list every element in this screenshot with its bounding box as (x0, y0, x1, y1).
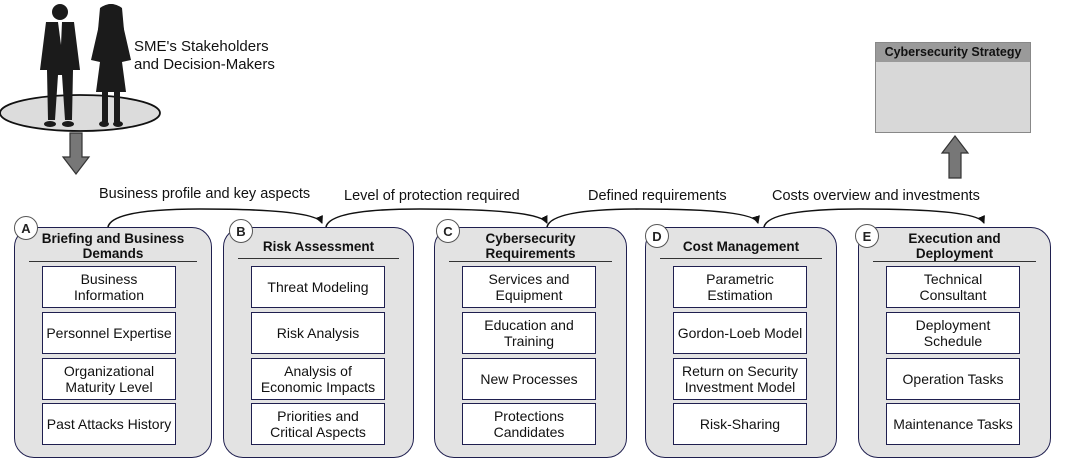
stakeholders-label-line2: and Decision-Makers (134, 56, 275, 73)
phase-c-item-3: New Processes (462, 358, 596, 400)
stakeholder-platform (0, 94, 161, 132)
phase-a-badge: A (14, 216, 38, 240)
strategy-title: Cybersecurity Strategy (876, 43, 1030, 62)
stakeholder-man-icon (40, 4, 80, 127)
flow-label-c-d: Defined requirements (588, 188, 727, 204)
phase-e: Execution and Deployment Technical Consu… (858, 227, 1051, 458)
connector-a-b (107, 208, 323, 228)
phase-e-item-4: Maintenance Tasks (886, 403, 1020, 445)
phase-b-item-3: Analysis of Economic Impacts (251, 358, 385, 400)
phase-b-item-2: Risk Analysis (251, 312, 385, 354)
phase-d-item-1: Parametric Estimation (673, 266, 807, 308)
connector-d-e (763, 208, 985, 228)
cybersecurity-strategy-box: Cybersecurity Strategy (875, 42, 1031, 133)
phase-e-item-1: Technical Consultant (886, 266, 1020, 308)
flow-label-a-b: Business profile and key aspects (99, 186, 311, 202)
phase-a-item-2: Personnel Expertise (42, 312, 176, 354)
phase-c-item-4: Protections Candidates (462, 403, 596, 445)
phase-d-badge: D (645, 224, 669, 248)
connector-c-d (546, 208, 760, 228)
phase-a-item-1: Business Information (42, 266, 176, 308)
phase-d-item-4: Risk-Sharing (673, 403, 807, 445)
phase-a: Briefing and Business Demands Business I… (14, 227, 212, 458)
phase-c-item-2: Education and Training (462, 312, 596, 354)
flow-connectors (107, 208, 985, 228)
phase-e-badge: E (855, 224, 879, 248)
phase-b-item-1: Threat Modeling (251, 266, 385, 308)
stakeholders-label: SME's Stakeholders and Decision-Makers (134, 38, 275, 74)
flow-label-b-c: Level of protection required (344, 188, 520, 204)
phase-e-item-3: Operation Tasks (886, 358, 1020, 400)
phase-a-item-3: Organizational Maturity Level (42, 358, 176, 400)
phase-d-title: Cost Management (660, 234, 822, 259)
phase-c-item-1: Services and Equipment (462, 266, 596, 308)
phase-d-item-3: Return on Security Investment Model (673, 358, 807, 400)
phase-b-title: Risk Assessment (238, 234, 399, 259)
flow-label-d-e: Costs overview and investments (772, 188, 980, 204)
stakeholders-label-line1: SME's Stakeholders (134, 38, 269, 55)
phase-e-title: Execution and Deployment (873, 230, 1036, 262)
phase-a-item-4: Past Attacks History (42, 403, 176, 445)
phase-d-item-2: Gordon-Loeb Model (673, 312, 807, 354)
phase-b: Risk Assessment Threat Modeling Risk Ana… (223, 227, 414, 458)
stakeholder-woman-icon (91, 4, 131, 127)
phase-c: Cybersecurity Requirements Services and … (434, 227, 627, 458)
phase-e-item-2: Deployment Schedule (886, 312, 1020, 354)
phase-b-item-4: Priorities and Critical Aspects (251, 403, 385, 445)
phase-c-title: Cybersecurity Requirements (449, 230, 612, 262)
phase-d: Cost Management Parametric Estimation Go… (645, 227, 837, 458)
phase-c-badge: C (436, 219, 460, 243)
connector-b-c (325, 208, 548, 228)
phase-b-badge: B (229, 219, 253, 243)
phase-a-title: Briefing and Business Demands (29, 230, 197, 262)
arrow-up-icon (940, 135, 970, 179)
arrow-down-icon (61, 132, 91, 175)
